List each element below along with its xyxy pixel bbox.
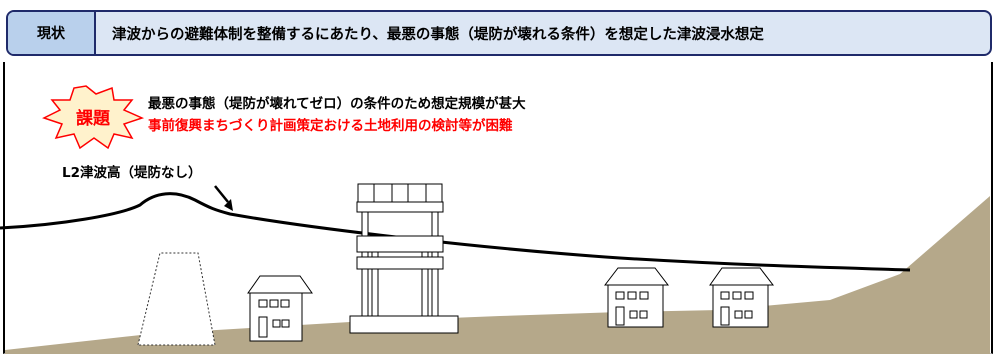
wave-arrow xyxy=(214,185,233,211)
levee-outline xyxy=(137,252,216,346)
house-right-2 xyxy=(709,267,775,328)
evacuation-tower xyxy=(349,183,459,334)
badge-label: 課題 xyxy=(76,108,111,129)
wave-height-label: L2津波高（堤防なし） xyxy=(62,165,202,181)
house-left xyxy=(247,275,313,342)
issue-badge: 課題 xyxy=(42,85,145,150)
header-title: 津波からの避難体制を整備するにあたり、最悪の事態（堤防が壊れる条件）を想定した津… xyxy=(112,26,764,43)
house-right-1 xyxy=(603,267,670,328)
tsunami-line xyxy=(0,192,911,272)
issue-difficulty: 事前復興まちづくり計画策定おける土地利用の検討等が困難 xyxy=(148,118,513,134)
status-tag: 現状 xyxy=(8,12,96,54)
starburst-shape xyxy=(42,85,145,150)
header-bar: 現状 津波からの避難体制を整備するにあたり、最悪の事態（堤防が壊れる条件）を想定… xyxy=(6,10,992,56)
issue-description: 最悪の事態（堤防が壊れてゼロ）の条件のため想定規模が甚大 xyxy=(148,96,526,112)
